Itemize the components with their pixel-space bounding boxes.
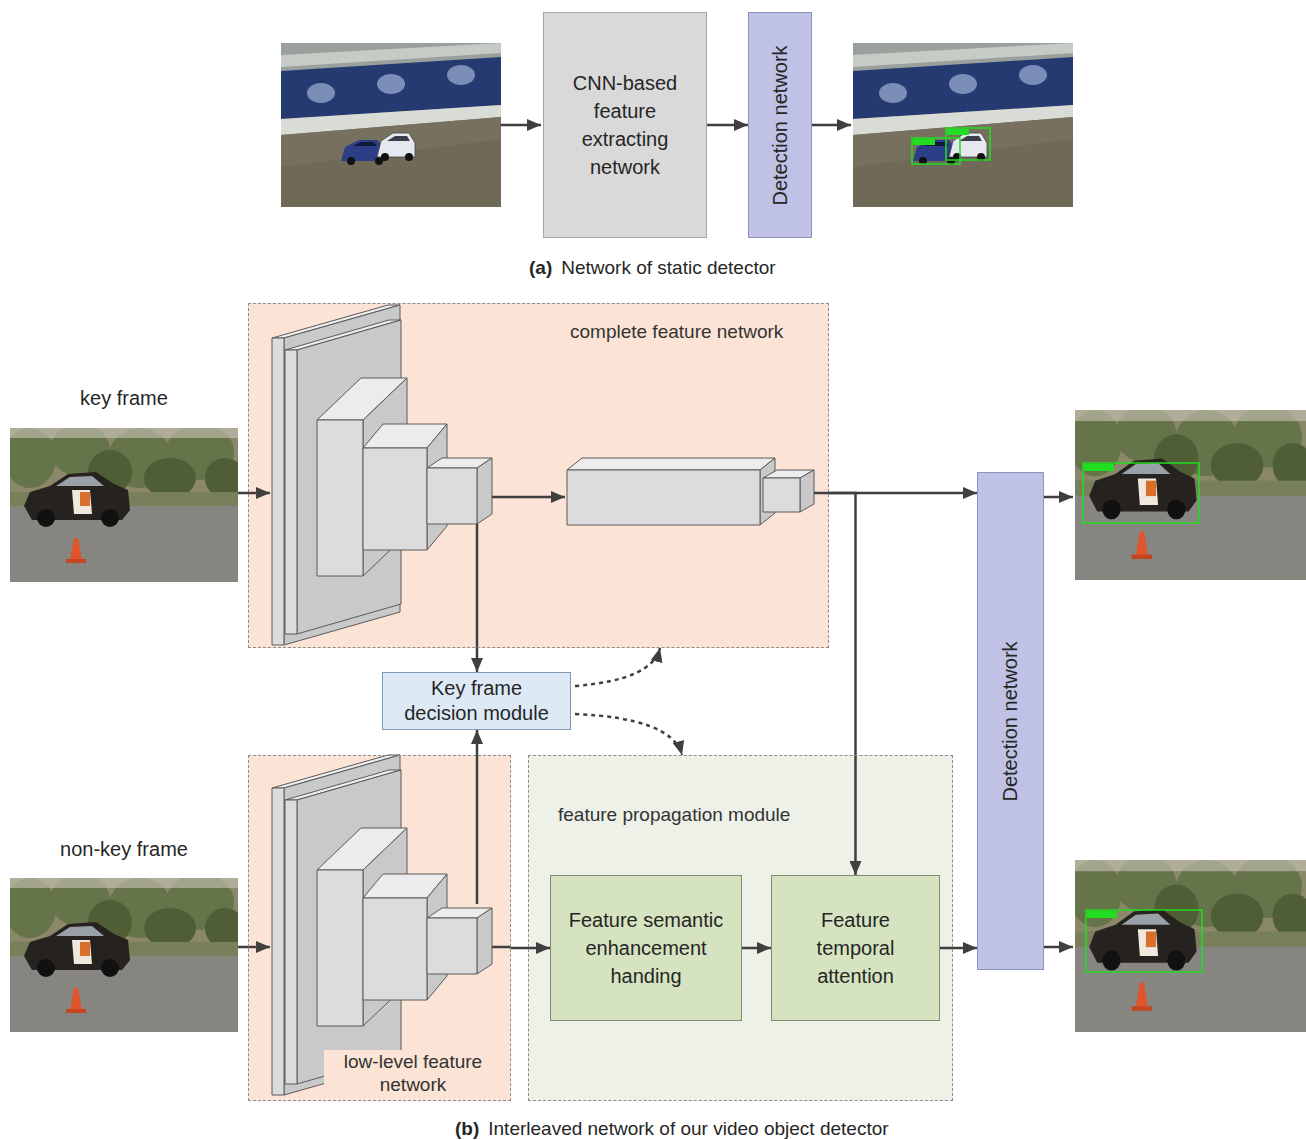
connector-arrow (511, 947, 550, 950)
layer-top (567, 458, 775, 470)
bounding-box (1086, 910, 1202, 972)
node-label: Feature temporal attention (804, 906, 908, 990)
arrow (812, 124, 851, 127)
label-anchor: Interleaved network of our video object … (488, 1117, 888, 1140)
layer-front (272, 788, 284, 1095)
cnn-illustration (272, 305, 814, 1095)
arrow (238, 492, 270, 495)
region-fills (248, 303, 953, 1101)
layer-front (317, 420, 363, 576)
layer-front (427, 468, 477, 524)
bounding-box (946, 128, 990, 160)
layer-front (285, 350, 297, 634)
process-box: Feature temporal attention (771, 875, 940, 1021)
cnn-layer (567, 458, 775, 525)
decision-box: Key frame decision module (382, 672, 571, 730)
module-region: feature propagation moduleFeature semant… (528, 755, 953, 1101)
arrow (1044, 946, 1073, 949)
detection-box: Detection network (977, 472, 1044, 970)
dashed-arrow (575, 648, 660, 686)
cnn-layer (427, 458, 492, 524)
output-photo (853, 43, 1073, 207)
caption-tag: (b) (455, 1117, 479, 1140)
box-tag (947, 129, 969, 135)
frame-label: key frame (10, 386, 238, 410)
connector-arrow (829, 493, 856, 875)
layer-side (477, 908, 492, 974)
feature-extractor-box: CNN-based feature extracting network (543, 12, 707, 238)
node-label: Feature semantic enhancement handing (560, 906, 732, 990)
connector-arrow (940, 947, 977, 950)
connector-arrow (742, 947, 771, 950)
layer-front (363, 448, 427, 550)
layer-front (317, 870, 363, 1026)
input-photo (281, 43, 501, 207)
static-arrows (238, 125, 1073, 947)
label-anchor: (b) (455, 1117, 479, 1140)
caption-text: Interleaved network of our video object … (488, 1117, 888, 1140)
connector-arrow (476, 730, 479, 755)
detection-boxes (912, 128, 1202, 972)
region-label: feature propagation module (558, 803, 790, 826)
connector-arrow (707, 124, 748, 127)
layer-front (272, 338, 284, 645)
label-anchor: Network of static detector (561, 256, 775, 279)
layer-front (427, 918, 477, 974)
box-tag (913, 139, 935, 145)
region-label: low-level feature network (324, 1050, 502, 1096)
box-tag (1084, 464, 1114, 471)
node-label: Detection network (999, 641, 1022, 801)
non-key-frame-photo (4, 874, 245, 1032)
layer-front (363, 898, 427, 1000)
layer-front (567, 470, 760, 525)
detection-box: Detection network (748, 12, 812, 238)
region-fill (248, 303, 829, 648)
output-photo (1069, 406, 1306, 580)
region-fill (528, 755, 953, 1101)
process-box: Feature semantic enhancement handing (550, 875, 742, 1021)
label-anchor: non-key frame (10, 837, 238, 861)
box-tag (1087, 911, 1117, 918)
line (492, 946, 511, 949)
arrow (238, 946, 270, 949)
node-label: Key frame decision module (401, 676, 553, 726)
network-region: complete feature network (248, 303, 829, 648)
caption-text: Network of static detector (561, 256, 775, 279)
line (476, 524, 479, 648)
output-photo (1069, 856, 1306, 1032)
line (814, 492, 829, 495)
key-frame-photo (4, 424, 245, 582)
bounding-box (1083, 463, 1199, 523)
dashed-arrow (575, 714, 682, 755)
arrow (501, 124, 541, 127)
region-label: complete feature network (570, 320, 783, 343)
caption-tag: (a) (529, 256, 552, 279)
label-anchor: key frame (10, 386, 238, 410)
arrow (1044, 496, 1073, 499)
cnn-layer (427, 908, 492, 974)
connector-arrow (476, 648, 479, 672)
layer-front (285, 800, 297, 1084)
region-fill (248, 755, 511, 1101)
layer-side (477, 458, 492, 524)
node-label: CNN-based feature extracting network (563, 69, 687, 181)
label-anchor: (a) (529, 256, 552, 279)
network-region: low-level feature network (248, 755, 511, 1101)
layer-side (800, 470, 814, 512)
cnn-layer (763, 470, 814, 512)
line (476, 755, 479, 904)
layer-front (763, 478, 800, 512)
node-label: Detection network (769, 45, 792, 205)
frame-label: non-key frame (10, 837, 238, 861)
arrow (492, 496, 565, 499)
